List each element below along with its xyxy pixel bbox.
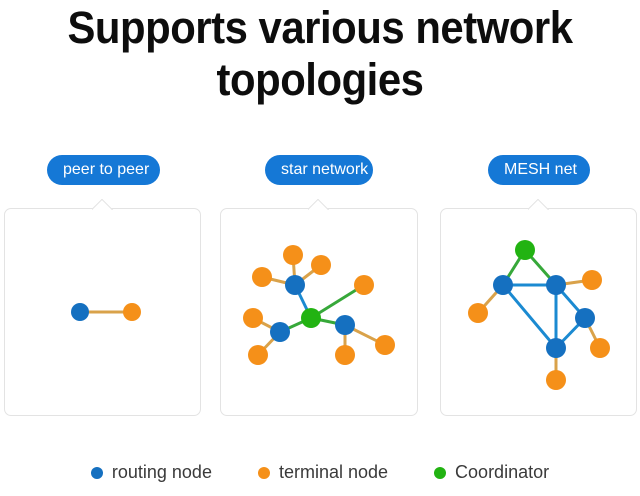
network-node-coordinator — [301, 308, 321, 328]
network-edge — [501, 283, 558, 350]
network-node-terminal — [243, 308, 263, 328]
network-node-terminal — [335, 345, 355, 365]
network-node-terminal — [354, 275, 374, 295]
page-title: Supports various network topologies — [22, 2, 617, 106]
network-node-terminal — [582, 270, 602, 290]
diagram-star-network — [243, 245, 395, 365]
badge-star-network[interactable]: star network — [265, 155, 373, 185]
green-dot-icon — [434, 466, 447, 479]
legend-item-coordinator: Coordinator — [434, 462, 549, 483]
network-node-routing — [546, 275, 566, 295]
network-node-terminal — [252, 267, 272, 287]
diagram-mesh-net — [468, 240, 610, 390]
network-node-terminal — [468, 303, 488, 323]
legend-item-routing-node: routing node — [90, 462, 212, 483]
legend-label-terminal-node: terminal node — [278, 462, 389, 482]
legend-item-terminal-node: terminal node — [257, 462, 389, 483]
legend-label-coordinator: Coordinator — [455, 462, 550, 482]
legend-label-routing-node: routing node — [111, 462, 212, 482]
network-node-terminal — [311, 255, 331, 275]
blue-dot-icon — [90, 466, 103, 479]
network-node-routing — [270, 322, 290, 342]
network-node-terminal — [283, 245, 303, 265]
network-node-routing — [285, 275, 305, 295]
network-node-terminal — [248, 345, 268, 365]
badge-peer-to-peer[interactable]: peer to peer — [47, 155, 160, 185]
network-edge — [309, 283, 366, 320]
network-node-terminal — [375, 335, 395, 355]
network-node-routing — [335, 315, 355, 335]
network-node-routing — [71, 303, 89, 321]
network-node-routing — [493, 275, 513, 295]
page-title-line-2: topologies — [216, 54, 424, 105]
network-node-routing — [575, 308, 595, 328]
network-node-routing — [546, 338, 566, 358]
diagram-peer-to-peer — [71, 303, 141, 321]
badge-mesh-net[interactable]: MESH net — [488, 155, 590, 185]
legend: routing node terminal node Coordinator — [0, 462, 640, 483]
network-node-terminal — [546, 370, 566, 390]
network-node-terminal — [123, 303, 141, 321]
orange-dot-icon — [257, 466, 270, 479]
network-node-coordinator — [515, 240, 535, 260]
page-title-line-1: Supports various network — [67, 2, 573, 53]
network-node-terminal — [590, 338, 610, 358]
